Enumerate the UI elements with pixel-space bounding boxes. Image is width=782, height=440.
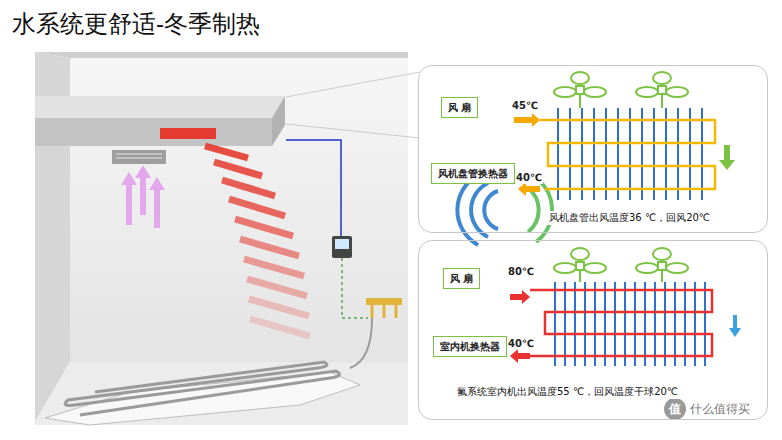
callout-panel: 氟系统室内机出风温度55 ℃，回风温度干球20℃ 风 扇室内机换热器 — [418, 240, 768, 420]
warm-air — [205, 146, 310, 336]
fan-coil-exchanger — [514, 108, 735, 200]
fan-coil-unit — [35, 96, 285, 164]
temperature-label: 45℃ — [511, 100, 539, 112]
box-label: 风 扇 — [450, 272, 473, 285]
label-box: 风 扇 — [443, 268, 480, 289]
panel-caption: 氟系统室内机出风温度55 ℃，回风温度干球20℃ — [455, 385, 680, 399]
logo-watermark — [457, 175, 552, 245]
label-box: 风机盘管换热器 — [431, 163, 515, 184]
box-label: 风 扇 — [448, 101, 471, 114]
zoom-lines — [286, 72, 420, 138]
watermark: 什么值得买 — [690, 402, 750, 416]
temperature-label: 80℃ — [507, 266, 535, 278]
slide-title: 水系统更舒适-冬季制热 — [12, 8, 260, 40]
label-box: 风 扇 — [441, 97, 478, 118]
label-box: 室内机换热器 — [433, 336, 507, 357]
controls — [286, 140, 402, 368]
indoor-exchanger — [510, 282, 741, 366]
air-arrows — [121, 165, 165, 228]
panel-caption: 风机盘管出风温度36 ℃，回风20℃ — [547, 211, 712, 225]
fan-icon — [554, 248, 688, 282]
callout-panel: 风机盘管出风温度36 ℃，回风20℃ 风 扇风机盘管换热器 — [418, 65, 768, 233]
room — [35, 52, 408, 425]
temperature-label: 40℃ — [507, 338, 535, 350]
watermark: 值 — [669, 402, 681, 416]
temperature-label: 40℃ — [515, 172, 543, 184]
fan-icon — [554, 72, 688, 108]
box-label: 室内机换热器 — [440, 340, 500, 353]
box-label: 风机盘管换热器 — [438, 167, 508, 180]
panel-ground — [418, 240, 768, 420]
watermark-circle — [664, 398, 686, 420]
